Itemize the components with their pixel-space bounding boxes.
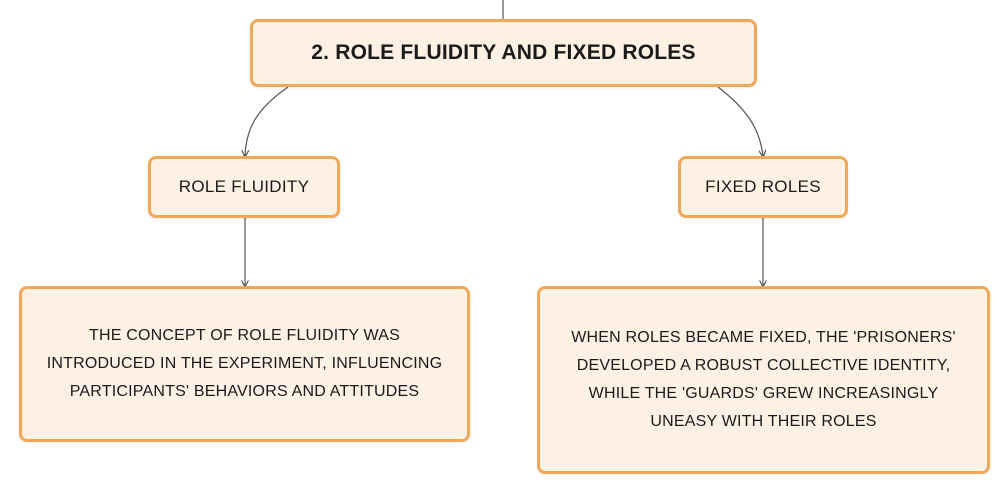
node-fixed-roles[interactable]: FIXED ROLES	[678, 156, 848, 218]
node-role-fluidity-detail[interactable]: THE CONCEPT OF ROLE FLUIDITY WAS INTRODU…	[19, 286, 470, 442]
node-fixed-roles-label: FIXED ROLES	[705, 177, 821, 196]
root-node-label: 2. ROLE FLUIDITY AND FIXED ROLES	[311, 41, 696, 64]
connector-root-to-role-fluidity	[245, 86, 289, 156]
root-node-role-fluidity-and-fixed-roles[interactable]: 2. ROLE FLUIDITY AND FIXED ROLES	[250, 19, 757, 87]
node-fixed-roles-detail-text: WHEN ROLES BECAME FIXED, THE 'PRISONERS'…	[571, 329, 956, 430]
node-fixed-roles-detail[interactable]: WHEN ROLES BECAME FIXED, THE 'PRISONERS'…	[537, 286, 990, 474]
node-role-fluidity-detail-text: THE CONCEPT OF ROLE FLUIDITY WAS INTRODU…	[46, 327, 443, 400]
node-role-fluidity[interactable]: ROLE FLUIDITY	[148, 156, 340, 218]
connector-root-to-fixed-roles	[717, 86, 763, 156]
node-role-fluidity-label: ROLE FLUIDITY	[178, 177, 310, 196]
